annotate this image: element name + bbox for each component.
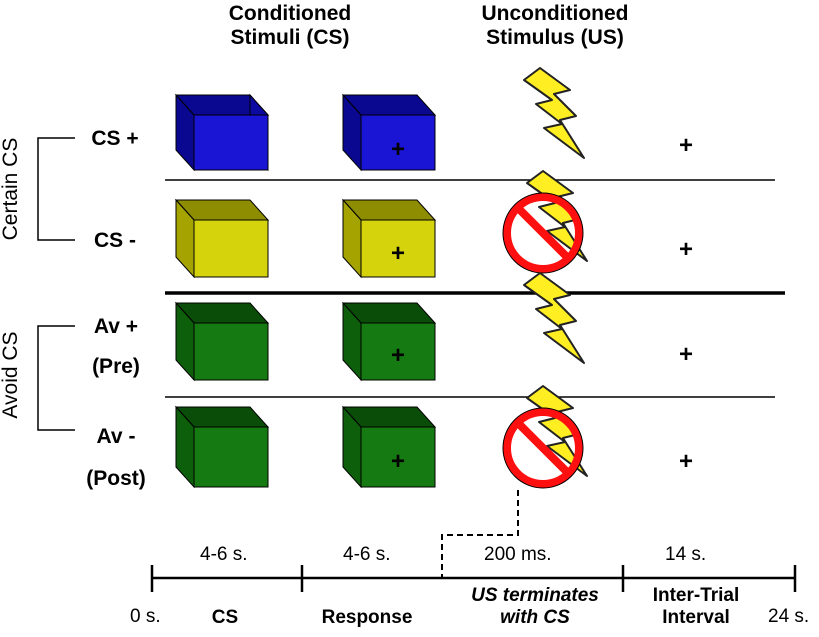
duration-us: 200 ms. [484,544,552,565]
no-shock-icon [502,170,588,274]
cube-green-response-pre [341,301,437,382]
fixation-cross: + [390,240,405,267]
phase-label-response: Response [321,607,413,628]
row-label-av-plus-sub: (Pre) [92,355,140,378]
row-label-av-minus: Av - [96,425,136,448]
fixation-cross: + [390,136,405,163]
iti-fixation-cross: + [678,448,693,475]
us-header: Unconditioned Stimulus (US) [455,2,655,50]
phase-label-us-line1: US terminates [471,585,599,606]
cube-green-cs-post [174,405,270,489]
timeline [150,565,797,592]
cube-blue-cs [174,93,270,172]
cube-blue-response [341,93,437,172]
us-header-line1: Unconditioned [481,2,629,25]
iti-fixation-cross: + [678,341,693,368]
phase-label-cs: CS [211,607,239,628]
phase-label-iti: Inter-Trial Interval [626,585,766,629]
iti-fixation-cross: + [678,236,693,263]
timeline-end: 24 s. [768,606,810,627]
no-shock-icon [502,385,588,489]
phase-label-iti-line1: Inter-Trial [652,585,740,606]
cs-header-line1: Conditioned [228,2,352,25]
row-label-cs-plus: CS + [91,127,139,150]
phase-label-us: US terminates with CS [440,585,630,629]
cs-header-line2: Stimuli (CS) [230,26,350,49]
phase-label-us-line2: with CS [500,607,570,628]
duration-iti: 14 s. [665,544,707,565]
row-label-av-plus: Av + [93,315,139,338]
us-connector [441,490,519,578]
row-label-av-minus-sub: (Post) [86,467,146,490]
row-label-cs-minus: CS - [94,229,136,252]
lightning-bolt-icon [523,272,585,364]
duration-cs: 4-6 s. [200,544,248,565]
us-header-line2: Stimulus (US) [486,26,624,49]
fixation-cross: + [390,342,405,369]
timeline-start: 0 s. [130,606,161,627]
cube-green-response-post [341,405,437,489]
certain-bracket [37,137,75,241]
avoid-bracket [37,325,75,431]
iti-fixation-cross: + [678,132,693,159]
group-label-avoid: Avoid CS [0,331,22,419]
cube-green-cs-pre [174,301,270,382]
lightning-bolt-icon [523,67,585,159]
phase-label-iti-line2: Interval [662,607,730,628]
duration-response: 4-6 s. [343,544,391,565]
cube-yellow-response [341,198,437,279]
fixation-cross: + [390,448,405,475]
cube-yellow-cs [174,198,270,279]
cs-header: Conditioned Stimuli (CS) [200,2,380,50]
group-label-certain: Certain CS [0,137,22,241]
